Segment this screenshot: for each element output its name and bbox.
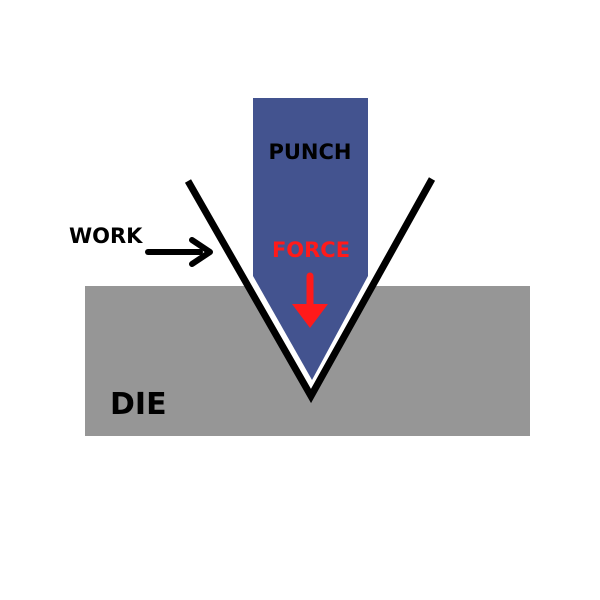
work-arrow-head — [189, 237, 213, 267]
work-sheet — [184, 177, 436, 404]
punch-label: PUNCH — [268, 140, 351, 164]
force-arrow-head — [292, 304, 328, 328]
die-label: DIE — [110, 387, 167, 422]
punch — [253, 98, 368, 380]
work-label: WORK — [69, 224, 143, 248]
force-label: FORCE — [272, 238, 350, 262]
